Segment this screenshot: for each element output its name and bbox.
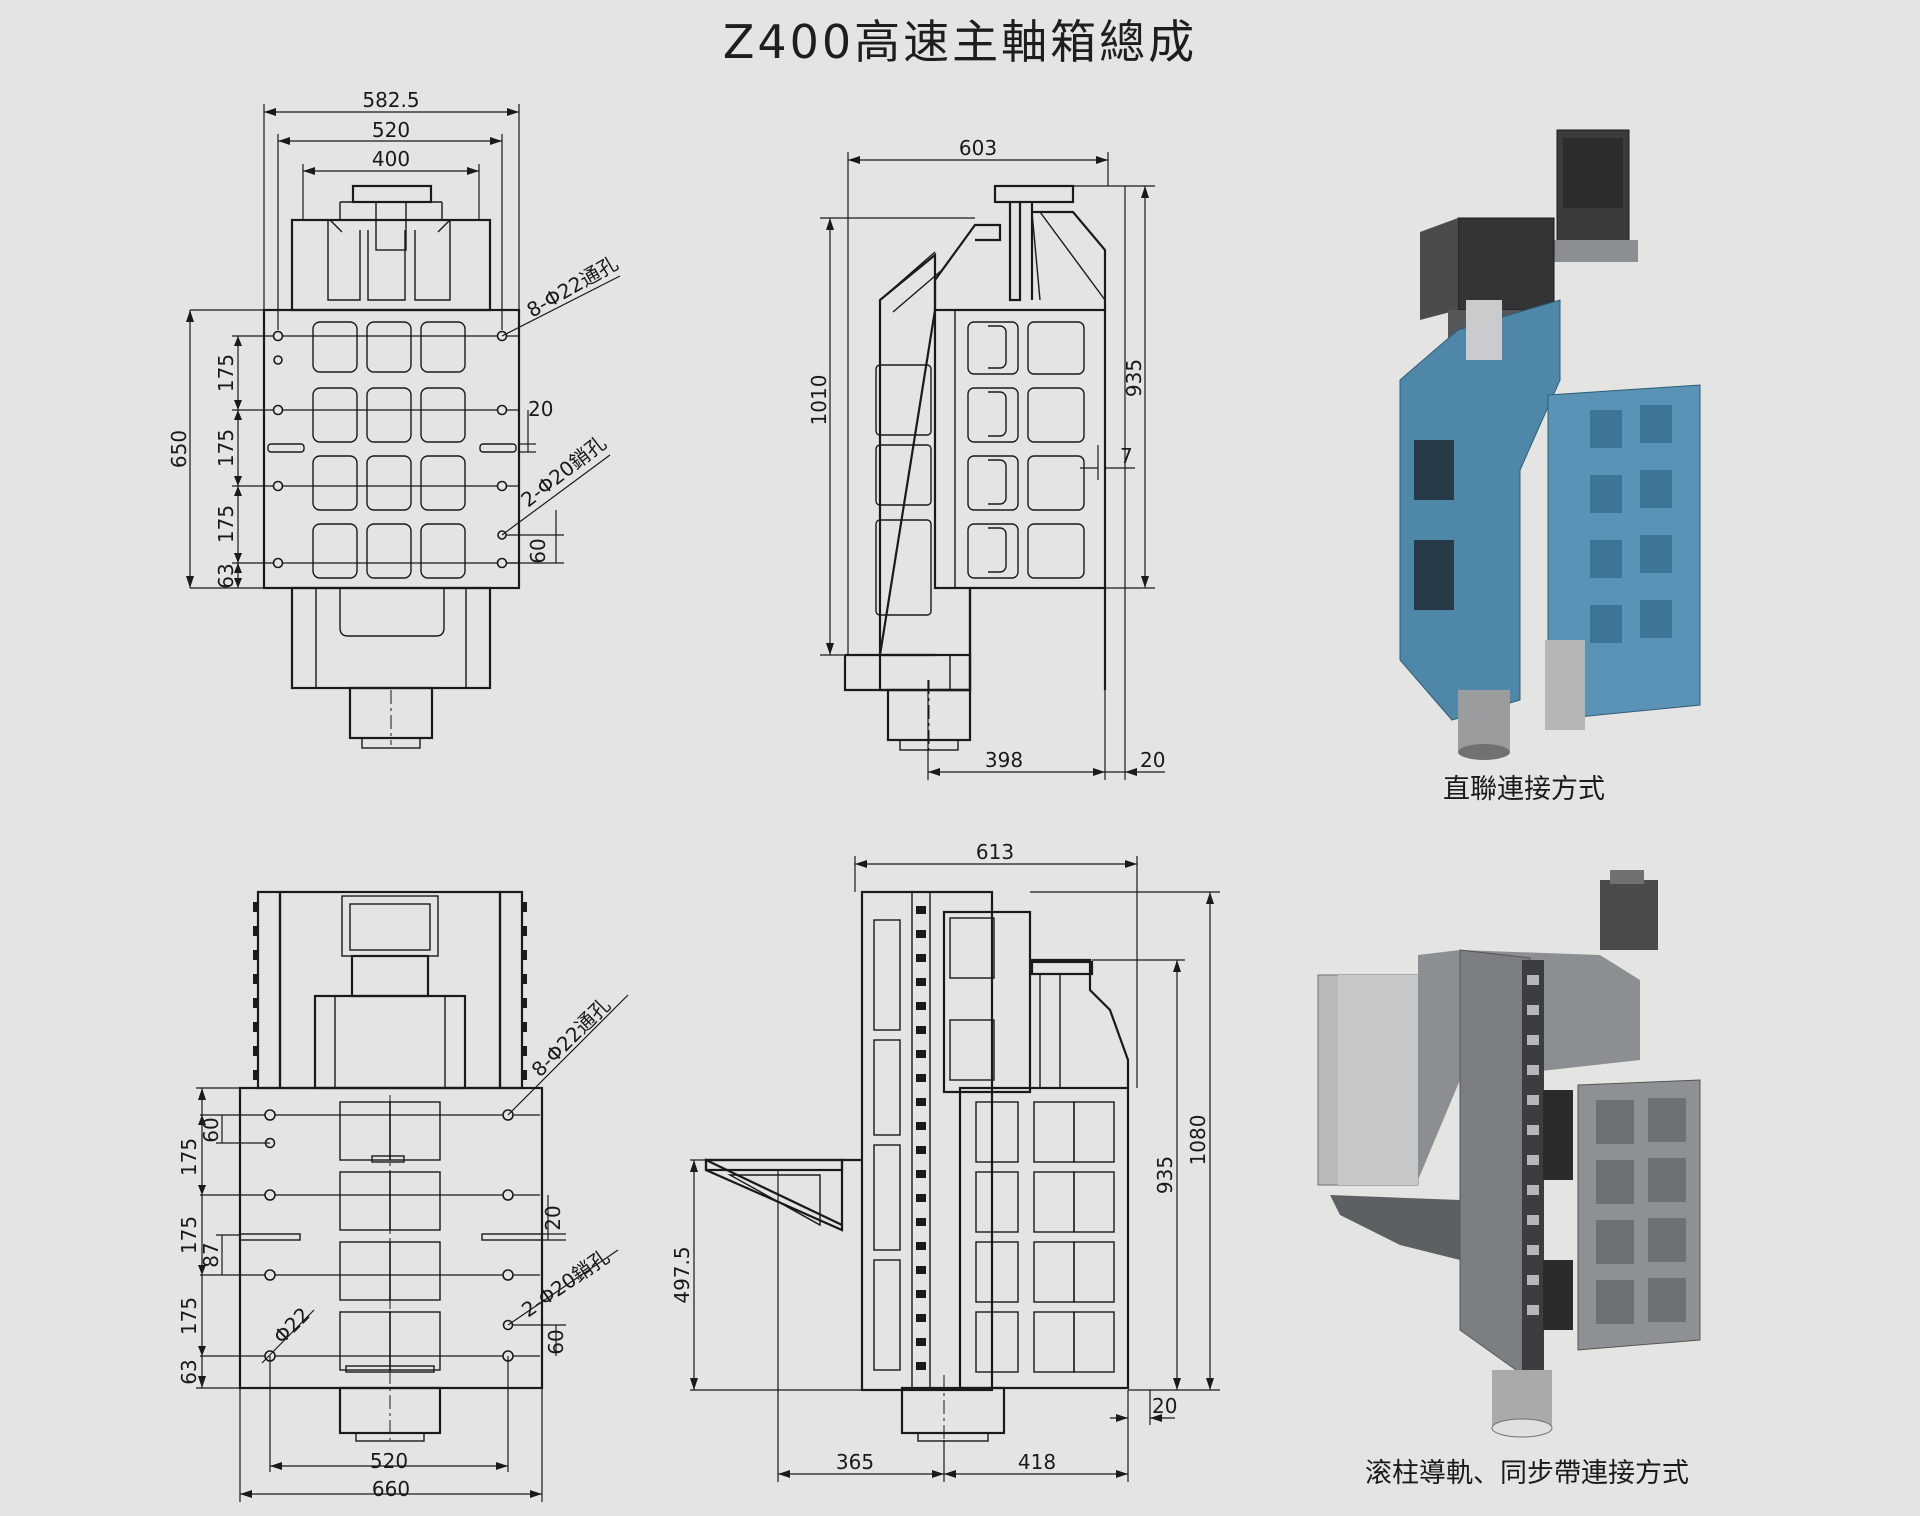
dim-pitch-1: 175 [177, 1138, 201, 1176]
dim-mid: 87 [199, 1242, 223, 1267]
dim-left: 365 [836, 1450, 874, 1474]
dim-inner-width: 400 [372, 147, 410, 171]
dim-pin-offset-top: 60 [199, 1117, 223, 1142]
dim-height: 1080 [1186, 1115, 1210, 1166]
dim-pitch-2: 175 [214, 429, 238, 467]
top-right-view: 603 1010 935 7 398 20 [807, 136, 1165, 780]
dim-inner-width: 520 [370, 1449, 408, 1473]
dim-overall-height: 650 [167, 430, 191, 468]
dim-pin-offset: 60 [526, 538, 550, 563]
dim-overall-width: 582.5 [362, 88, 419, 112]
dim-bracket: 497.5 [670, 1246, 694, 1303]
callout-through-holes: 8-Φ22通孔 [527, 993, 615, 1081]
caption-direct-drive: 直聯連接方式 [1443, 774, 1605, 805]
dim-pitch-3: 175 [177, 1297, 201, 1335]
dim-slot: 20 [541, 1205, 565, 1230]
dim-right: 418 [1018, 1450, 1056, 1474]
bottom-right-view: 613 1080 935 497.5 365 418 20 [670, 840, 1220, 1482]
dim-mid-width: 520 [372, 118, 410, 142]
dim-side-depth: 398 [985, 748, 1023, 772]
callout-pin-holes: 2-Φ20銷孔 [516, 431, 610, 512]
dim-overall-width: 660 [372, 1477, 410, 1501]
callout-through-holes: 8-Φ22通孔 [523, 251, 623, 322]
dim-side-height: 1010 [807, 375, 831, 426]
dim-bottom: 63 [177, 1359, 201, 1384]
photo-roller-belt: 滚柱導軌、同步帶連接方式 [1317, 870, 1701, 1489]
dim-side-gap: 7 [1120, 444, 1133, 468]
dim-pitch-2: 175 [177, 1216, 201, 1254]
dim-pitch-1: 175 [214, 354, 238, 392]
dim-pin-offset: 60 [544, 1329, 568, 1354]
photo-direct-drive: 直聯連接方式 [1399, 129, 1701, 805]
dim-inner-height: 935 [1153, 1156, 1177, 1194]
dim-diameter: Φ22 [269, 1302, 315, 1348]
caption-roller-belt: 滚柱導軌、同步帶連接方式 [1365, 1458, 1689, 1489]
dim-pitch-3: 175 [214, 505, 238, 543]
dim-side-width: 603 [959, 136, 997, 160]
bottom-left-view: 60 175 175 87 175 63 20 60 Φ22 520 660 8… [177, 890, 629, 1502]
dim-slot: 20 [528, 397, 553, 421]
dim-side-inner-height: 935 [1122, 359, 1146, 397]
dim-bottom: 63 [214, 563, 238, 588]
dim-side-offset: 20 [1140, 748, 1165, 772]
page-title: Z400高速主軸箱總成 [722, 15, 1198, 69]
top-left-view: 582.5 520 400 650 175 175 175 63 20 60 8… [167, 88, 623, 749]
dim-width: 613 [976, 840, 1014, 864]
callout-pin-holes: 2-Φ20銷孔 [517, 1244, 614, 1322]
dim-offset: 20 [1152, 1394, 1177, 1418]
